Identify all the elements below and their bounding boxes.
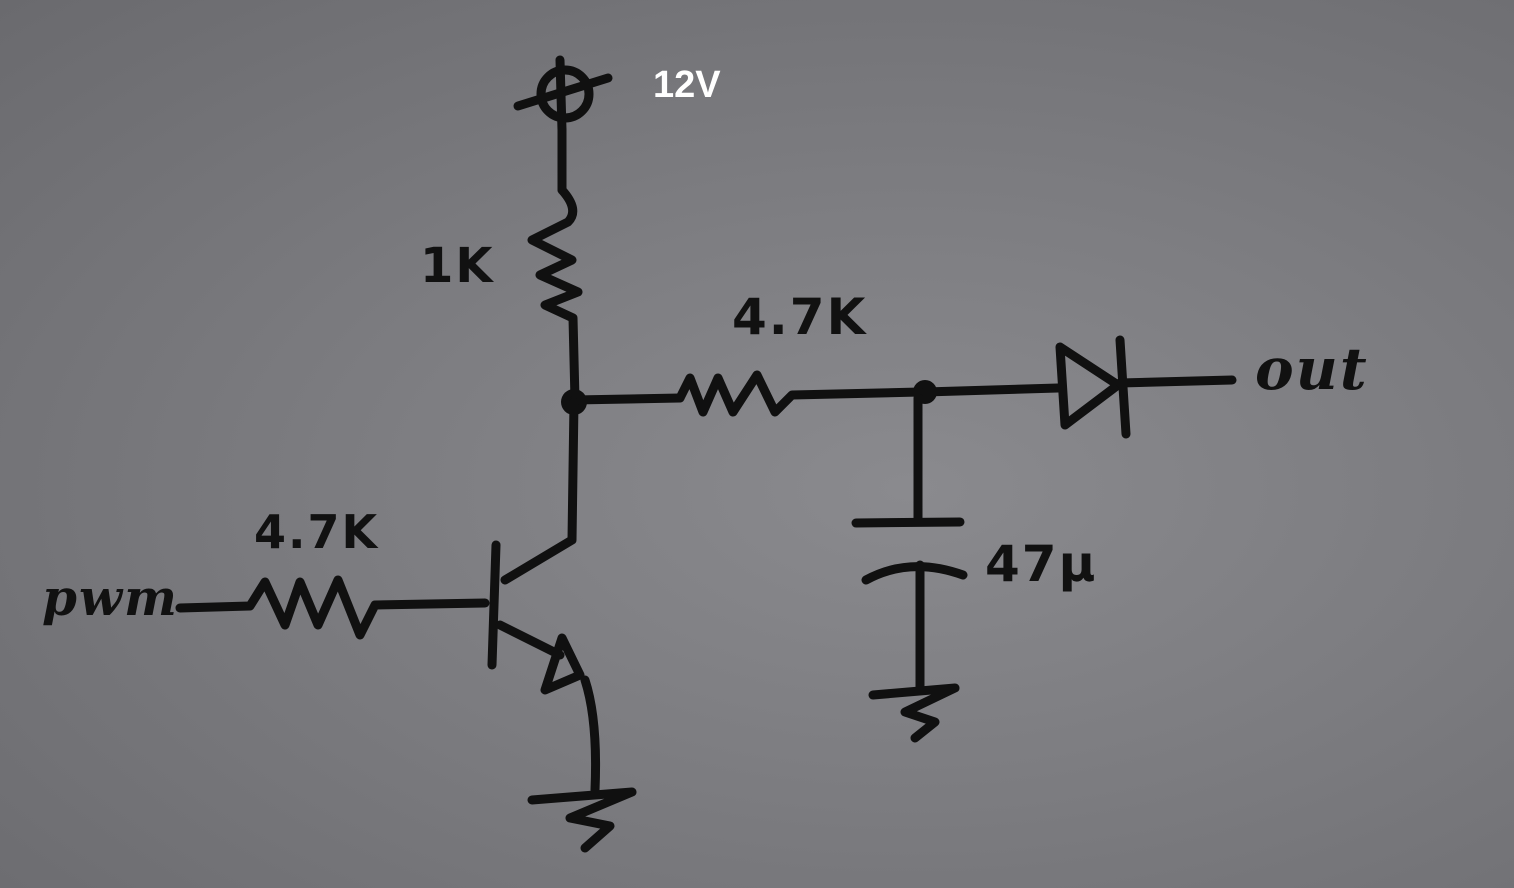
wire-cap-diode bbox=[920, 383, 1063, 397]
pwm-input-label: pwm bbox=[42, 568, 179, 627]
output-label: out bbox=[1255, 335, 1369, 403]
capacitor-label: 47µ bbox=[985, 535, 1098, 593]
resistor-1k-icon bbox=[527, 185, 583, 405]
resistor-base-label: 4.7K bbox=[254, 505, 380, 559]
wire-collector-r2 bbox=[569, 393, 685, 405]
npn-transistor-icon bbox=[487, 540, 601, 795]
supply-terminal-icon bbox=[513, 55, 613, 135]
resistor-4k7-series-icon bbox=[675, 370, 925, 417]
supply-voltage-label: 12V bbox=[653, 64, 721, 106]
resistor-series-label: 4.7K bbox=[732, 288, 868, 346]
resistor-1k-label: 1K bbox=[420, 238, 495, 294]
ground-transistor-icon bbox=[527, 787, 637, 853]
ground-cap-icon bbox=[868, 683, 960, 743]
resistor-4k7-base-icon bbox=[175, 575, 490, 640]
capacitor-47u-icon bbox=[851, 517, 968, 695]
diode-icon bbox=[1055, 335, 1237, 439]
wire-collector-transistor bbox=[500, 397, 579, 585]
